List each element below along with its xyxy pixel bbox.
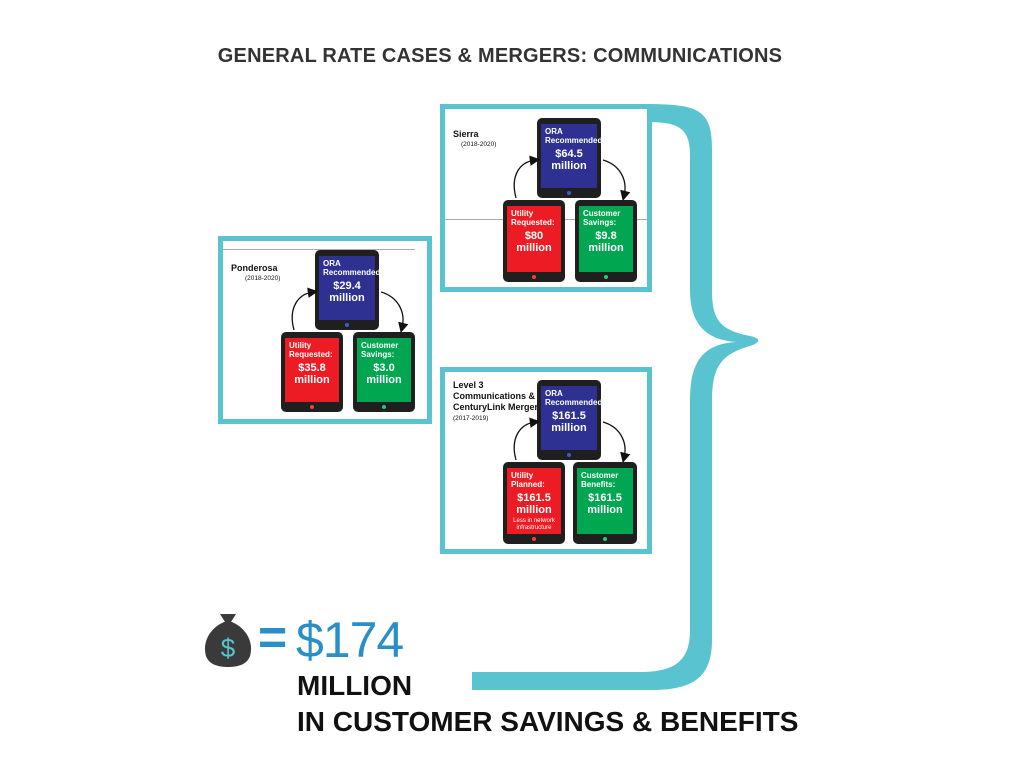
tablet-value: $161.5 [588, 492, 622, 504]
tablet-home-dot [603, 537, 607, 541]
case-years: (2018-2020) [461, 141, 497, 148]
customer-tablet: Customer Savings: $9.8 million [575, 200, 637, 282]
tablet-value: million [588, 242, 624, 254]
ora-tablet: ORA Recommended: $161.5 million [537, 380, 606, 460]
tablet-value: million [551, 422, 587, 434]
utility-tablet: Utility Requested: $80 million [503, 200, 565, 282]
tablet-value: $64.5 [555, 148, 583, 160]
arrow-utility-to-ora [513, 417, 541, 461]
tablet-home-dot [345, 323, 349, 327]
tablet-value: million [516, 504, 552, 516]
case-name: CenturyLink Merger [453, 402, 539, 412]
tablet-home-dot [567, 191, 571, 195]
arrow-ora-to-customer [380, 291, 409, 334]
tablet-screen: Customer Benefits: $161.5 million [577, 468, 633, 534]
total-caption: IN CUSTOMER SAVINGS & BENEFITS [297, 706, 799, 737]
tablet-label: Utility [511, 209, 534, 218]
tablet-label: ORA [545, 389, 563, 398]
tablet-home-dot [310, 405, 314, 409]
tablet-value: $29.4 [333, 280, 361, 292]
tablet-label: Customer [581, 471, 619, 480]
case-name: Sierra [453, 129, 479, 139]
tablet-home-dot [382, 405, 386, 409]
tablet-value: million [551, 160, 587, 172]
arrow-utility-to-ora [291, 287, 319, 331]
tablet-value: $161.5 [517, 492, 551, 504]
ora-tablet: ORA Recommended: $29.4 million [315, 250, 384, 330]
tablet-home-dot [567, 453, 571, 457]
tablet-label: ORA [323, 259, 341, 268]
utility-tablet: Utility Planned: $161.5 million Less in … [503, 462, 565, 544]
arrow-utility-to-ora [513, 155, 541, 199]
customer-tablet: Customer Savings: $3.0 million [353, 332, 415, 412]
money-bag-icon: $ [204, 614, 252, 667]
arrow-ora-to-customer [602, 159, 631, 202]
tablet-value: million [294, 374, 330, 386]
tablet-value: $9.8 [595, 230, 617, 242]
tablet-screen: ORA Recommended: $161.5 million [541, 386, 606, 450]
tablet-screen: ORA Recommended: $64.5 million [541, 124, 606, 188]
case-years: (2017-2019) [453, 415, 489, 422]
case-name: Communications & [453, 391, 536, 401]
divider-line [223, 249, 415, 250]
tablet-note: infrastructure [516, 525, 552, 531]
tablet-screen: Utility Requested: $35.8 million [285, 338, 339, 402]
tablet-screen: Utility Planned: $161.5 million Less in … [507, 468, 561, 534]
tablet-home-dot [532, 275, 536, 279]
tablet-label: Benefits: [581, 480, 616, 489]
tablet-label: Savings: [361, 350, 395, 359]
tablet-value: $3.0 [373, 362, 395, 374]
tablet-value: $80 [524, 230, 544, 242]
total-amount: $174 [296, 612, 404, 668]
tablet-value: $35.8 [298, 362, 326, 374]
brace-shape [472, 104, 759, 690]
tablet-label: Requested: [511, 218, 555, 227]
tablet-label: Planned: [511, 480, 545, 489]
tablet-value: million [366, 374, 402, 386]
tablet-value: million [329, 292, 365, 304]
tablet-home-dot [604, 275, 608, 279]
total-unit: MILLION [297, 670, 413, 701]
case-years: (2018-2020) [245, 275, 281, 282]
tablet-label: Requested: [289, 350, 333, 359]
tablet-value: $161.5 [552, 410, 586, 422]
tablet-label: Savings: [583, 218, 617, 227]
tablet-screen: Customer Savings: $3.0 million [357, 338, 411, 402]
tablet-home-dot [532, 537, 536, 541]
equals-sign: = [258, 609, 288, 665]
tablet-note: Less in network [513, 518, 555, 524]
tablet-screen: Customer Savings: $9.8 million [579, 206, 633, 272]
utility-tablet: Utility Requested: $35.8 million [281, 332, 343, 412]
case-name: Level 3 [453, 380, 484, 390]
tablet-label: Customer [361, 341, 399, 350]
arrow-ora-to-customer [602, 421, 631, 464]
tablet-label: Recommended: [323, 268, 384, 277]
tablet-value: million [516, 242, 552, 254]
tablet-label: Utility [289, 341, 312, 350]
tablet-screen: Utility Requested: $80 million [507, 206, 561, 272]
tablet-value: million [587, 504, 623, 516]
tablet-screen: ORA Recommended: $29.4 million [319, 256, 384, 320]
tablet-label: Utility [511, 471, 534, 480]
tablet-label: ORA [545, 127, 563, 136]
slide-title: GENERAL RATE CASES & MERGERS: COMMUNICAT… [217, 45, 783, 67]
svg-text:$: $ [221, 633, 236, 663]
tablet-label: Customer [583, 209, 621, 218]
customer-tablet: Customer Benefits: $161.5 million [573, 462, 637, 544]
ora-tablet: ORA Recommended: $64.5 million [537, 118, 606, 198]
tablet-label: Recommended: [545, 398, 606, 407]
tablet-label: Recommended: [545, 136, 606, 145]
case-name: Ponderosa [231, 263, 278, 273]
